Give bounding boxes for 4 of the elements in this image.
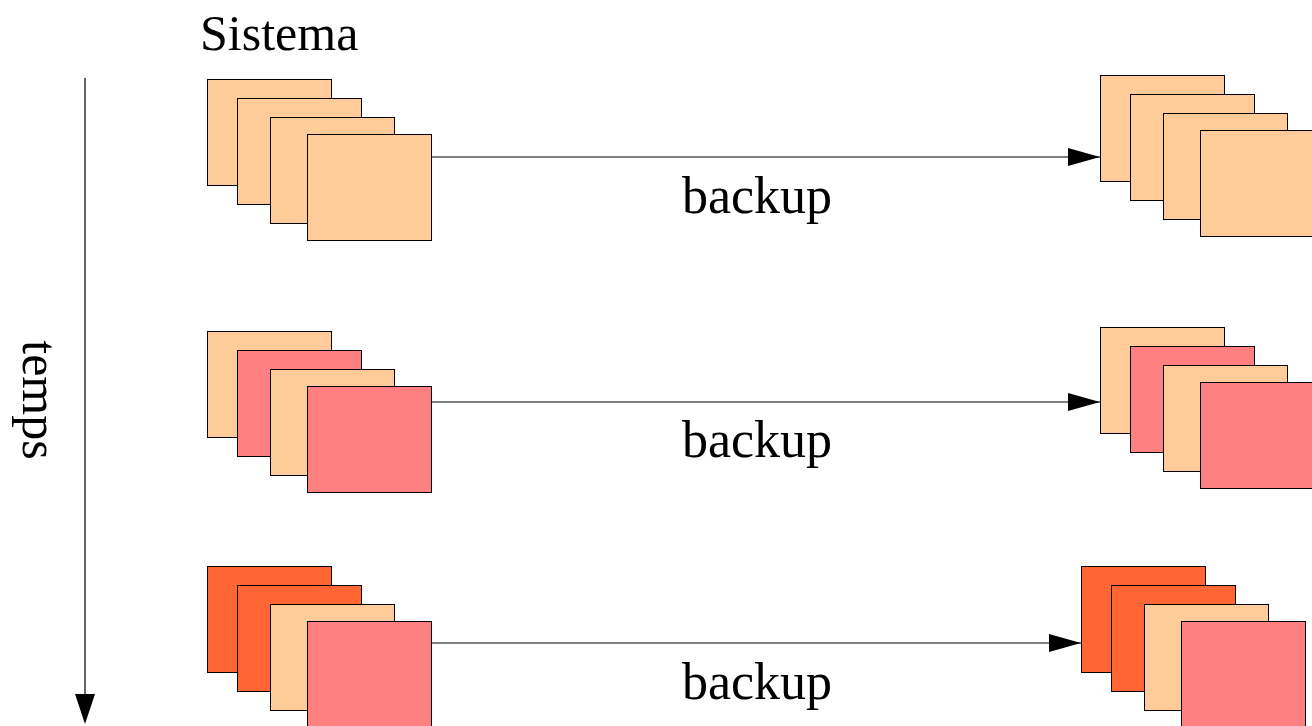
arrow [431, 634, 1082, 652]
column-heading: Sistema [200, 8, 359, 58]
arrow [431, 148, 1101, 166]
arrow [431, 393, 1101, 411]
